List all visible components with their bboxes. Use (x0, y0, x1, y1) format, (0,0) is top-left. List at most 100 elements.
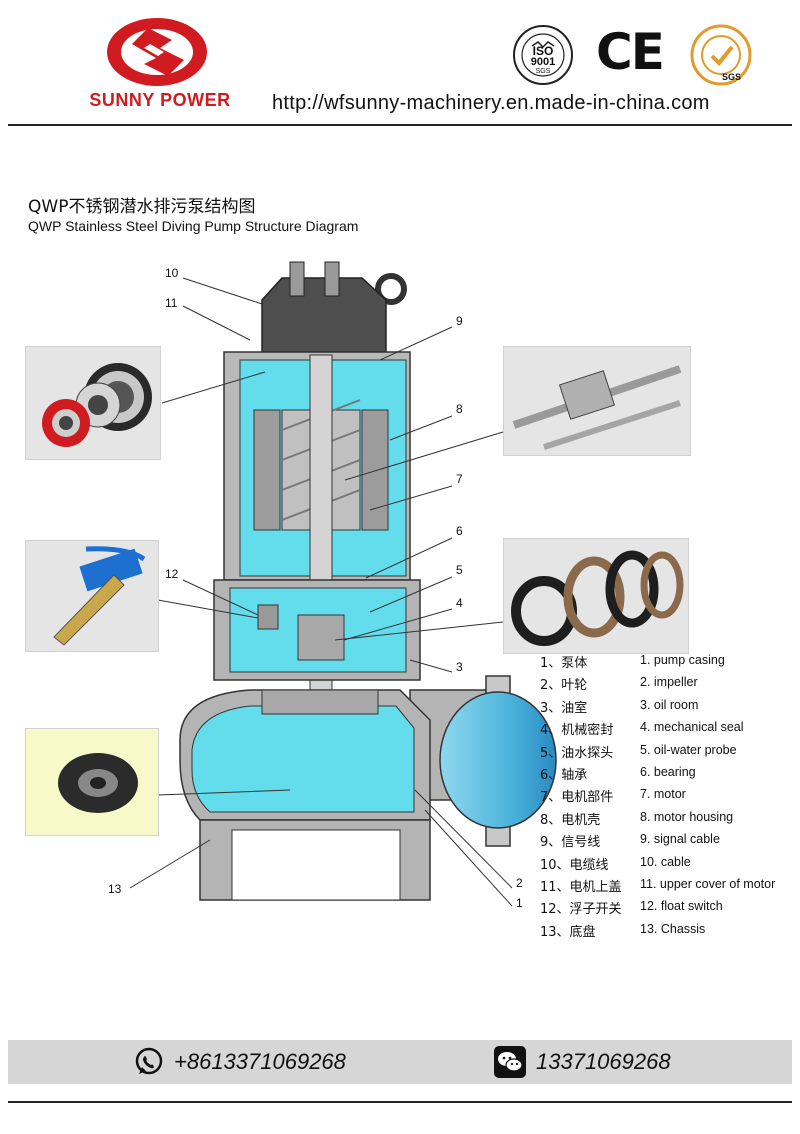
leader-6 (365, 537, 453, 579)
callout-5: 5 (456, 563, 463, 577)
legend-en: 3. oil room (640, 697, 699, 712)
mechanical-seal-photo (503, 538, 689, 654)
legend-en: 1. pump casing (640, 653, 725, 667)
leader-13 (129, 839, 211, 889)
callout-12: 12 (165, 567, 179, 581)
legend-item: 7、电机部件 7. motor (530, 786, 790, 808)
impeller-photo (25, 728, 159, 836)
leader-2 (414, 789, 513, 889)
legend-zh: 2、叶轮 (540, 678, 588, 694)
rotor-shaft-photo (503, 346, 691, 456)
leader-9 (379, 326, 453, 361)
callout-10: 10 (165, 266, 179, 280)
whatsapp-icon (133, 1046, 165, 1078)
contact-bar: +8613371069268 13371069268 (8, 1040, 792, 1084)
callout-1: 1 (516, 896, 523, 910)
iso-9001-sgs-badge: ISO 9001 SGS (512, 24, 574, 86)
legend-en: 9. signal cable (640, 832, 720, 847)
legend-item: 10、电缆线 10. cable (530, 854, 790, 876)
outlet-opening (439, 691, 557, 829)
legend-en: 7. motor (640, 787, 686, 802)
sgs-system-certification-badge: SGS (690, 24, 752, 86)
legend-item: 11、电机上盖 11. upper cover of motor (530, 876, 790, 898)
impeller (261, 689, 379, 715)
legend-zh: 1、泵体 (540, 656, 588, 671)
leader-probe-photo (157, 599, 259, 619)
legend-en: 5. oil-water probe (640, 742, 737, 757)
stator-winding-right (361, 409, 389, 531)
legend-item: 2、叶轮 2. impeller (530, 674, 790, 696)
callout-6: 6 (456, 524, 463, 538)
leader-3 (409, 659, 453, 673)
legend-item: 3、油室 3. oil room (530, 697, 790, 719)
header-divider (8, 124, 792, 126)
legend-zh: 8、电机壳 (540, 812, 601, 828)
legend-item: 13、底盘 13. Chassis (530, 921, 790, 943)
legend-zh: 12、浮子开关 (540, 902, 622, 918)
legend-en: 10. cable (640, 854, 691, 869)
wechat-number[interactable]: 13371069268 (536, 1049, 671, 1074)
legend-item: 5、油水探头 5. oil-water probe (530, 742, 790, 764)
callout-8: 8 (456, 402, 463, 416)
upper-cover-of-motor (261, 277, 387, 353)
legend-zh: 7、电机部件 (540, 790, 614, 806)
legend-item: 1、泵体 1. pump casing (530, 652, 790, 674)
callout-7: 7 (456, 472, 463, 486)
legend-item: 12、浮子开关 12. float switch (530, 898, 790, 920)
legend-zh: 5、油水探头 (540, 745, 614, 761)
leader-12 (182, 579, 259, 616)
legend-item: 6、轴承 6. bearing (530, 764, 790, 786)
oil-water-probe-photo (25, 540, 159, 652)
badge-sgs-text: SGS (722, 72, 742, 82)
diagram-title-english: QWP Stainless Steel Diving Pump Structur… (28, 218, 359, 234)
footer-divider (8, 1101, 792, 1103)
legend-en: 12. float switch (640, 899, 723, 914)
brand-name: SUNNY POWER (89, 90, 231, 110)
lifting-eye (375, 273, 407, 305)
badge-9001-text: 9001 (530, 56, 556, 68)
legend-zh: 6、轴承 (540, 767, 588, 783)
legend-zh: 10、电缆线 (540, 857, 609, 873)
volute-chamber (191, 705, 415, 813)
legend-zh: 9、信号线 (540, 835, 601, 851)
leader-impeller-photo (157, 789, 291, 796)
bearing-photo (25, 346, 161, 460)
float-switch (257, 604, 279, 630)
badge-iso-text: ISO (532, 44, 554, 58)
legend-en: 4. mechanical seal (640, 720, 744, 735)
wechat-icon (494, 1046, 526, 1078)
leader-11 (182, 305, 251, 341)
callout-11: 11 (165, 296, 178, 310)
leader-rotor-photo (344, 431, 504, 481)
callout-9: 9 (456, 314, 463, 328)
leader-bearing-photo (161, 371, 266, 404)
ce-mark: CE (596, 23, 665, 81)
callout-4: 4 (456, 596, 463, 610)
badge-sgs-text: SGS (535, 68, 551, 75)
brand-logo (104, 14, 210, 90)
legend-en: 13. Chassis (640, 921, 706, 936)
whatsapp-number[interactable]: +8613371069268 (174, 1049, 346, 1074)
legend-en: 6. bearing (640, 764, 696, 779)
callout-2: 2 (516, 876, 523, 890)
leader-10 (182, 277, 263, 305)
legend-item: 9、信号线 9. signal cable (530, 831, 790, 853)
leader-1 (424, 809, 513, 907)
legend-item: 4、机械密封 4. mechanical seal (530, 719, 790, 741)
website-url[interactable]: http://wfsunny-machinery.en.made-in-chin… (272, 92, 710, 114)
legend-zh: 4、机械密封 (540, 723, 614, 739)
legend-zh: 11、电机上盖 (540, 879, 622, 895)
chassis-inner (231, 829, 401, 901)
mechanical-seal (297, 614, 345, 661)
legend-en: 2. impeller (640, 675, 698, 690)
legend-zh: 3、油室 (540, 700, 588, 716)
pump-cross-section (129, 261, 557, 907)
legend-en: 11. upper cover of motor (640, 876, 776, 891)
cable-gland-right (324, 261, 340, 297)
legend-zh: 13、底盘 (540, 924, 596, 940)
leader-8 (389, 415, 453, 441)
stator-winding-left (253, 409, 281, 531)
callout-13: 13 (108, 882, 122, 896)
